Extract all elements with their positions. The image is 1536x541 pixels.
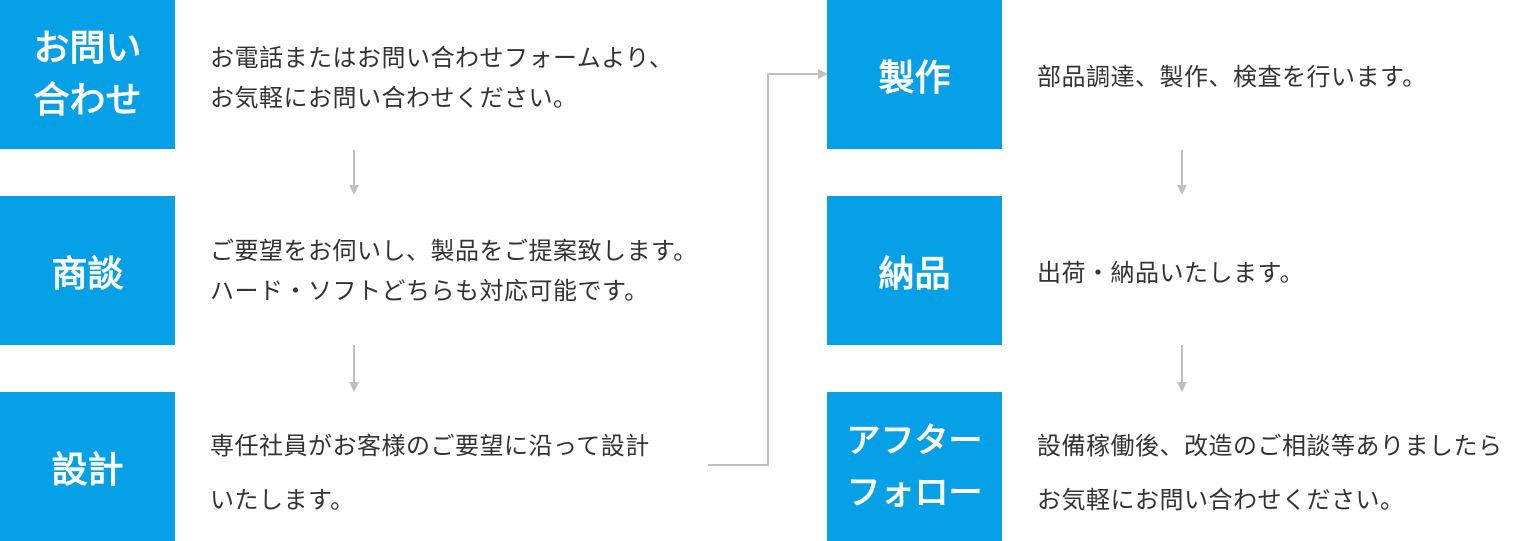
step-inquiry-desc: お電話またはお問い合わせフォームより、 お気軽にお問い合わせください。 bbox=[210, 44, 674, 112]
step-production-label: 製作 bbox=[878, 57, 951, 99]
step-aftercare-label: アフター フォロー bbox=[846, 420, 983, 513]
arrow-design-to-production bbox=[708, 69, 828, 466]
step-negotiation-desc: ご要望をお伺いし、製品をご提案致します。 ハード・ソフトどちらも対応可能です。 bbox=[210, 237, 698, 305]
step-design-desc: 専任社員がお客様のご要望に沿って設計 いたします。 bbox=[210, 432, 650, 514]
step-inquiry-box: お問い 合わせ bbox=[0, 0, 175, 149]
step-delivery-desc: 出荷・納品いたします。 bbox=[1037, 259, 1305, 287]
step-negotiation-label: 商談 bbox=[51, 253, 124, 295]
step-production-desc: 部品調達、製作、検査を行います。 bbox=[1037, 63, 1427, 91]
step-delivery-box: 納品 bbox=[827, 196, 1002, 345]
step-negotiation-box: 商談 bbox=[0, 196, 175, 345]
step-delivery-label: 納品 bbox=[878, 253, 951, 295]
step-design-box: 設計 bbox=[0, 392, 175, 541]
step-aftercare-desc: 設備稼働後、改造のご相談等ありましたら お気軽にお問い合わせください。 bbox=[1037, 432, 1503, 514]
step-design-label: 設計 bbox=[51, 449, 124, 491]
step-inquiry-label: お問い 合わせ bbox=[33, 27, 142, 121]
step-production-box: 製作 bbox=[827, 0, 1002, 149]
step-aftercare-box: アフター フォロー bbox=[827, 392, 1002, 541]
